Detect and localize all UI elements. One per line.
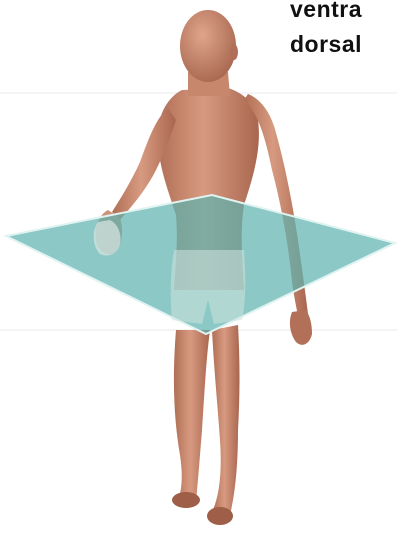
ear	[230, 44, 238, 60]
left-foot	[172, 492, 200, 508]
right-hand	[290, 310, 312, 345]
label-ventral: ventra	[290, 0, 362, 27]
plane-labels: ventra dorsal	[290, 0, 362, 62]
right-foot	[207, 507, 233, 525]
legs	[172, 325, 240, 525]
head	[180, 10, 236, 82]
label-dorsal: dorsal	[290, 27, 362, 62]
